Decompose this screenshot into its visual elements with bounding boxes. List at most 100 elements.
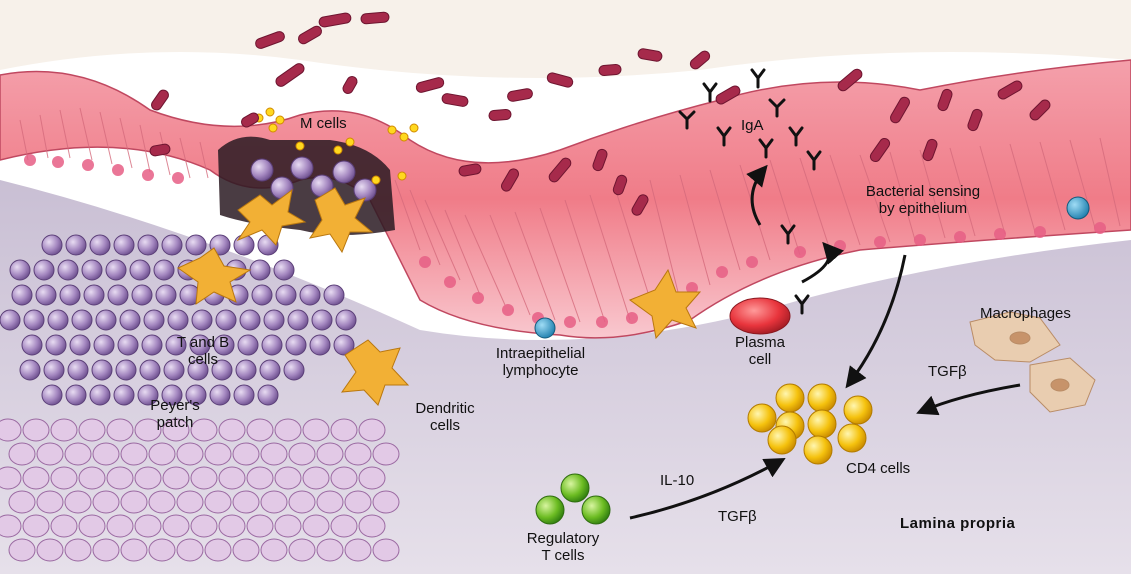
lymphocyte xyxy=(324,285,344,305)
label-regulatory-line2: T cells xyxy=(508,547,618,564)
bacterium xyxy=(489,109,512,121)
patch-cell xyxy=(373,539,399,561)
patch-cell xyxy=(205,539,231,561)
lymphocyte xyxy=(68,360,88,380)
label-plasma-line1: Plasma xyxy=(725,334,795,351)
lymphocyte xyxy=(132,285,152,305)
patch-cell xyxy=(79,515,105,537)
label-lamina-propria: Lamina propria xyxy=(900,515,1015,532)
lymphocyte xyxy=(260,360,280,380)
label-plasma-line2: cell xyxy=(725,351,795,368)
patch-cell xyxy=(275,515,301,537)
lymphocyte xyxy=(12,285,32,305)
lymphocyte xyxy=(92,360,112,380)
lymphocyte xyxy=(312,310,332,330)
label-dendritic-line2: cells xyxy=(405,417,485,434)
lymphocyte xyxy=(238,335,258,355)
label-macrophages: Macrophages xyxy=(980,305,1071,322)
lymphocyte xyxy=(116,360,136,380)
patch-cell xyxy=(23,419,49,441)
patch-cell xyxy=(289,539,315,561)
lymphocyte xyxy=(114,235,134,255)
lymphocyte xyxy=(234,385,254,405)
patch-cell xyxy=(149,443,175,465)
patch-cell xyxy=(331,419,357,441)
patch-cell xyxy=(121,443,147,465)
patch-cell xyxy=(261,491,287,513)
patch-cell xyxy=(51,515,77,537)
lymphocyte xyxy=(210,385,230,405)
bacterium xyxy=(599,64,622,76)
patch-cell xyxy=(9,539,35,561)
patch-cell xyxy=(149,539,175,561)
label-bacterial-sensing-line2: by epithelium xyxy=(848,200,998,217)
lymphocyte xyxy=(140,360,160,380)
patch-cell xyxy=(177,443,203,465)
patch-cell xyxy=(93,443,119,465)
lymphocyte xyxy=(10,260,30,280)
patch-cell xyxy=(317,539,343,561)
lymphocyte xyxy=(114,385,134,405)
patch-cell xyxy=(233,491,259,513)
patch-cell xyxy=(345,443,371,465)
patch-cell xyxy=(191,515,217,537)
lymphocyte xyxy=(66,385,86,405)
patch-cell xyxy=(79,419,105,441)
lymphocyte xyxy=(250,260,270,280)
patch-cell xyxy=(0,467,21,489)
label-il-10: IL-10 xyxy=(660,472,694,489)
patch-cell xyxy=(51,419,77,441)
label-intraepithelial-line1: Intraepithelial xyxy=(478,345,603,362)
label-tgfb-macrophage: TGFβ xyxy=(928,363,967,380)
lymphocyte xyxy=(118,335,138,355)
lymphocyte xyxy=(106,260,126,280)
patch-cell xyxy=(51,467,77,489)
patch-cell xyxy=(303,419,329,441)
patch-cell xyxy=(373,443,399,465)
label-dendritic-cells: Dendritic cells xyxy=(405,400,485,434)
lymphocyte xyxy=(24,310,44,330)
patch-cell xyxy=(121,539,147,561)
lymphocyte xyxy=(138,235,158,255)
patch-cell xyxy=(359,467,385,489)
patch-cell xyxy=(191,467,217,489)
lymphocyte xyxy=(192,310,212,330)
label-regulatory-line1: Regulatory xyxy=(508,530,618,547)
patch-cell xyxy=(247,467,273,489)
patch-cell xyxy=(65,443,91,465)
lymphocyte xyxy=(262,335,282,355)
lymphocyte xyxy=(162,235,182,255)
label-iga: IgA xyxy=(741,117,764,134)
patch-cell xyxy=(331,467,357,489)
label-bacterial-sensing: Bacterial sensing by epithelium xyxy=(848,183,998,217)
patch-cell xyxy=(23,467,49,489)
patch-cell xyxy=(345,539,371,561)
label-plasma-cell: Plasma cell xyxy=(725,334,795,368)
lymphocyte xyxy=(168,310,188,330)
patch-cell xyxy=(205,443,231,465)
patch-cell xyxy=(23,515,49,537)
patch-cell xyxy=(163,467,189,489)
patch-cell xyxy=(233,443,259,465)
lymphocyte xyxy=(46,335,66,355)
patch-cell xyxy=(9,491,35,513)
patch-cell xyxy=(37,443,63,465)
lymphocyte xyxy=(284,360,304,380)
lymphocyte xyxy=(34,260,54,280)
lymphocyte xyxy=(130,260,150,280)
lymphocyte xyxy=(22,335,42,355)
lymphocyte xyxy=(20,360,40,380)
label-intraepithelial-lymphocyte: Intraepithelial lymphocyte xyxy=(478,345,603,379)
patch-cell xyxy=(275,467,301,489)
lymphocyte xyxy=(0,310,20,330)
lymphocyte xyxy=(60,285,80,305)
lymphocyte xyxy=(186,235,206,255)
patch-cell xyxy=(0,515,21,537)
patch-cell xyxy=(107,419,133,441)
epithelial-blue-cell xyxy=(1067,197,1089,219)
lymphocyte xyxy=(90,235,110,255)
patch-cell xyxy=(149,491,175,513)
lymphocyte xyxy=(154,260,174,280)
patch-cell xyxy=(317,443,343,465)
